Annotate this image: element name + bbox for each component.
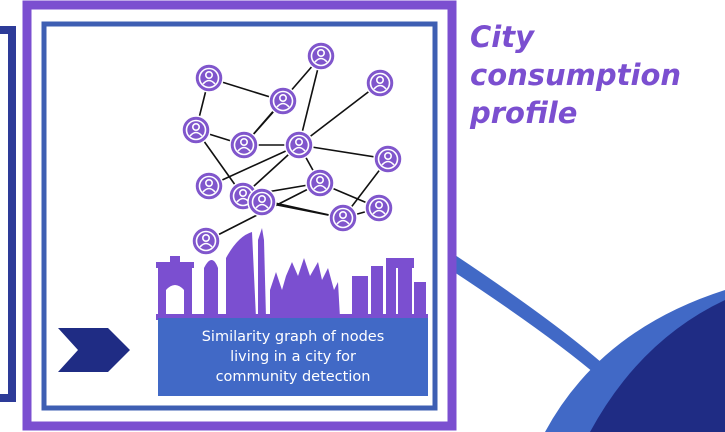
graph-edge (298, 144, 389, 160)
person-icon (305, 168, 335, 198)
person-icon (181, 115, 211, 145)
person-icon (247, 187, 277, 217)
arc-back (545, 290, 725, 432)
person-icon (229, 130, 259, 160)
person-icon (268, 86, 298, 116)
caption-line-3: community detection (215, 369, 371, 385)
graph-nodes (181, 41, 403, 256)
person-icon (284, 130, 314, 160)
graph-edge (298, 55, 322, 146)
caption-line-2: living in a city for (230, 349, 356, 365)
left-panel-edge (0, 26, 16, 402)
arc-front (590, 300, 725, 432)
arc-connector (448, 255, 610, 378)
side-title-line-2: consumption (470, 58, 682, 92)
person-icon (364, 193, 394, 223)
person-icon (373, 144, 403, 174)
graph-edge (208, 144, 300, 187)
chevron-right-icon (58, 328, 130, 372)
side-title: City consumption profile (470, 18, 720, 132)
person-icon (191, 226, 221, 256)
person-icon (306, 41, 336, 71)
person-icon (365, 68, 395, 98)
caption-box: Similarity graph of nodes living in a ci… (158, 318, 428, 396)
person-icon (328, 203, 358, 233)
caption-line-1: Similarity graph of nodes (201, 329, 385, 345)
graph-edge (298, 82, 381, 146)
person-icon (194, 171, 224, 201)
side-title-line-1: City (470, 20, 534, 54)
outer-frame (22, 0, 457, 431)
city-skyline (156, 228, 428, 320)
person-icon (194, 63, 224, 93)
side-title-line-3: profile (470, 96, 578, 130)
